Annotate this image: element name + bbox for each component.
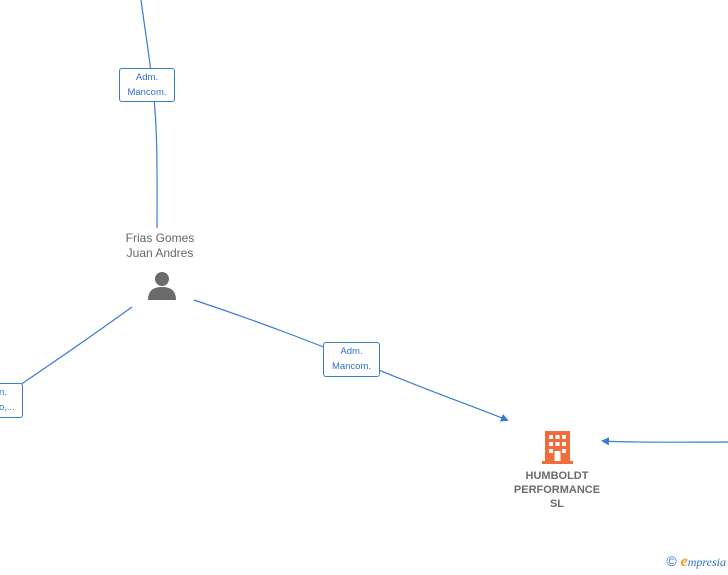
edge-label-left-line1: n. — [0, 387, 7, 398]
edge-label-left[interactable]: n. o,... — [0, 383, 23, 418]
company-name-line2: PERFORMANCE — [513, 484, 601, 496]
edge-left — [19, 306, 133, 386]
brand-rest: mpresia — [687, 555, 726, 569]
edge-label-middle-line1: Adm. — [340, 346, 363, 357]
edge-label-left-line2: o,... — [0, 402, 15, 413]
person-name-line1: Frias Gomes — [125, 231, 195, 245]
edge-label-top-line1: Adm. — [135, 72, 159, 83]
edge-label-middle-line2: Mancom. — [331, 361, 372, 372]
edge-label-middle[interactable]: Adm. Mancom. — [323, 342, 380, 377]
edge-right — [601, 437, 728, 446]
copyright-symbol: © — [666, 553, 677, 569]
company-name-line1: HUMBOLDT — [525, 470, 589, 482]
person-name-line2: Juan Andres — [126, 246, 194, 260]
edge-label-top[interactable]: Adm. Mancom. — [119, 68, 175, 102]
person-node-label[interactable]: Frias Gomes Juan Andres — [110, 231, 210, 261]
building-icon[interactable] — [542, 429, 573, 464]
edge-top — [140, 0, 158, 229]
company-node-label[interactable]: HUMBOLDT PERFORMANCE SL — [497, 469, 617, 511]
edge-label-top-line2: Mancom. — [127, 87, 167, 98]
person-icon[interactable] — [146, 270, 178, 300]
brand-e: e — [680, 553, 688, 570]
empresia-logo[interactable]: ©empresia — [666, 553, 726, 571]
company-name-line3: SL — [549, 498, 565, 510]
